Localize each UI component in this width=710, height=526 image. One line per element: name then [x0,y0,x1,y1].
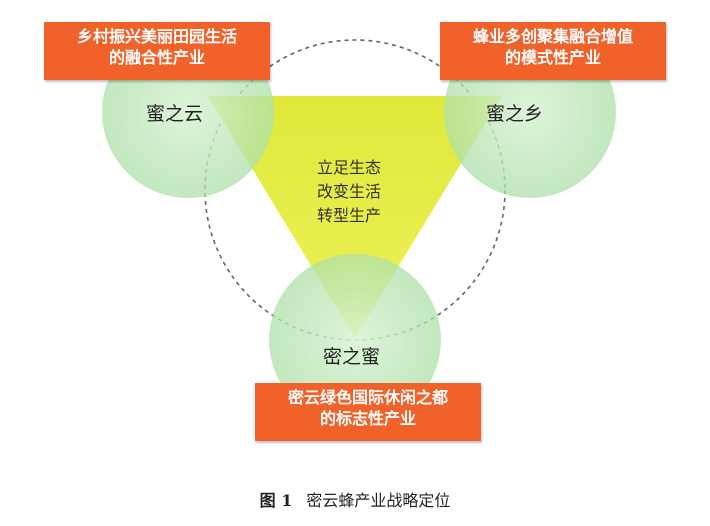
figure-caption: 图 1 密云蜂产业战略定位 [0,487,710,511]
box-top-right-line-1: 蜂业多创聚集融合增值 [472,27,633,46]
figure-number: 图 1 [259,491,293,510]
circle-label-top-left: 蜜之云 [146,103,204,125]
box-top-right-line-2: 的模式性产业 [504,48,601,67]
circle-label-bottom: 密之蜜 [323,346,381,368]
box-top-right: 蜂业多创聚集融合增值 的模式性产业 [440,22,666,80]
center-line-2: 改变生活 [316,182,381,201]
box-bottom: 密云绿色国际休闲之都 的标志性产业 [255,383,481,441]
figure-title: 密云蜂产业战略定位 [306,491,451,510]
center-triangle [208,96,502,338]
box-bottom-line-1: 密云绿色国际休闲之都 [287,388,448,407]
box-top-left-line-1: 乡村振兴美丽田园生活 [76,27,237,46]
center-line-3: 转型生产 [316,206,381,225]
box-bottom-line-2: 的标志性产业 [319,409,416,428]
center-text: 立足生态 改变生活 转型生产 [294,156,404,228]
circle-label-top-right: 蜜之乡 [486,103,544,125]
box-top-left-line-2: 的融合性产业 [108,48,205,67]
box-top-left: 乡村振兴美丽田园生活 的融合性产业 [44,22,270,80]
center-line-1: 立足生态 [316,158,381,177]
